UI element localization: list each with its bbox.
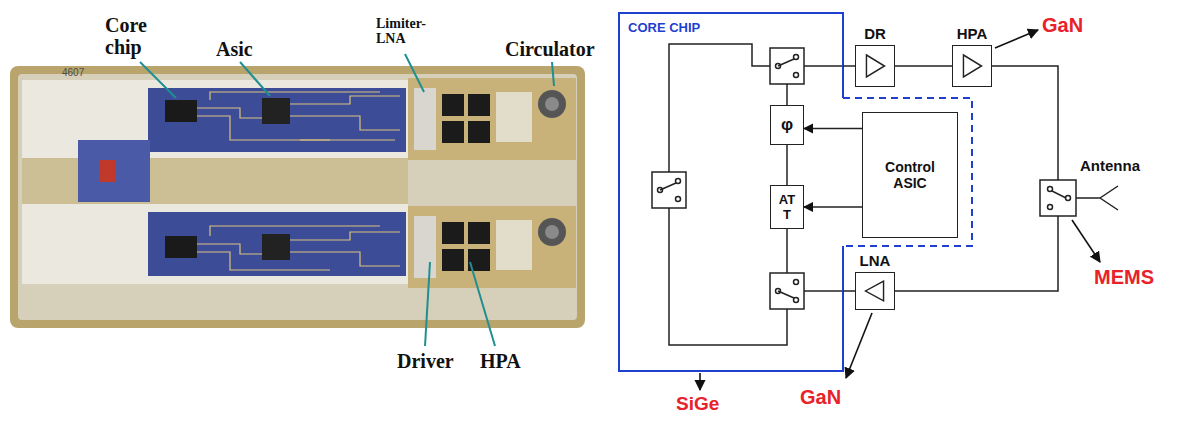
signal-line (843, 290, 855, 292)
power-amplifier: HPA (952, 25, 992, 87)
part-label: HPA (480, 350, 521, 372)
part-label: Limiter-LNA (376, 16, 440, 47)
signal-line (843, 65, 855, 67)
signal-line (895, 65, 952, 67)
amplifier-box (952, 45, 992, 87)
antenna-label: Antenna (1080, 158, 1140, 175)
part-label: Circulator (505, 38, 595, 60)
leader-lines (140, 54, 554, 346)
driver-amplifier: DR (855, 25, 895, 87)
control-arrow (804, 128, 862, 130)
amplifier-symbol (953, 46, 991, 86)
technology-label: SiGe (676, 394, 719, 415)
amplifier-box (855, 272, 895, 310)
control-asic-box: Control ASIC (862, 112, 958, 238)
part-number: 4607 (62, 67, 84, 78)
switch-symbols (652, 48, 1076, 309)
amplifier-label: HPA (957, 25, 988, 43)
amplifier-symbol (856, 46, 894, 86)
part-label: Asic (216, 38, 253, 60)
part-label: Core chip (105, 14, 167, 58)
box-text: Control ASIC (874, 159, 946, 191)
amplifier-symbol (856, 273, 894, 309)
technology-label: GaN (1042, 14, 1083, 36)
technology-arrows (700, 30, 1100, 390)
signal-line (786, 145, 788, 185)
control-arrow (804, 206, 862, 208)
phase-shifter-box: φ (770, 105, 804, 145)
chip-heading: CORE CHIP (628, 20, 700, 35)
technology-label: MEMS (1094, 266, 1154, 288)
technology-label: GaN (800, 386, 841, 408)
box-text: φ (781, 115, 793, 135)
core-chip-outline: CORE CHIP φ AT T (618, 12, 843, 372)
amplifier-label: DR (864, 25, 886, 43)
amplifier-label: LNA (860, 252, 891, 270)
attenuator-box: AT T (770, 185, 804, 229)
signal-wires (669, 44, 1118, 345)
amplifier-box (855, 45, 895, 87)
part-label: Driver (397, 350, 454, 372)
module-photo (10, 66, 585, 328)
low-noise-amplifier: LNA (855, 252, 895, 310)
box-text: AT T (776, 192, 798, 222)
